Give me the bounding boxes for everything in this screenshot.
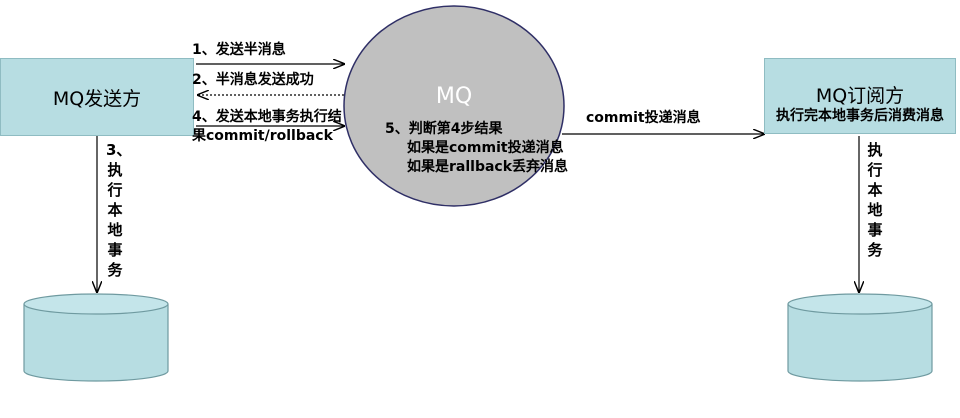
step5-label-line2: 如果是commit投递消息 (407, 140, 564, 156)
step3-vertical-label: 3、执行本地事务 (106, 141, 132, 279)
commit-deliver-label: commit投递消息 (586, 110, 701, 126)
consumer-local-tx-vertical-label: 执行本地事务 (867, 141, 883, 259)
mq-sender-label: MQ发送方 (52, 87, 142, 110)
step4-label-line1: 4、发送本地事务执行结 (192, 109, 342, 125)
step5-label-line3: 如果是rallback丢弃消息 (407, 159, 569, 175)
mq-subscriber-label: MQ订阅方 (815, 85, 905, 107)
step5-label-line1: 5、判断第4步结果 (385, 121, 503, 137)
sender-database-icon (23, 293, 169, 382)
mq-subscriber-subtitle: 执行完本地事务后消费消息 (776, 108, 944, 124)
mq-sender-box: MQ发送方 (0, 58, 194, 136)
step2-label: 2、半消息发送成功 (192, 72, 314, 88)
subscriber-database-icon (787, 293, 933, 382)
mq-broker-label: MQ (435, 84, 473, 109)
mq-subscriber-box: MQ订阅方 执行完本地事务后消费消息 (764, 58, 956, 134)
mq-broker-ellipse (343, 5, 565, 207)
step1-label: 1、发送半消息 (192, 42, 286, 58)
step4-label-line2: 果commit/rollback (192, 128, 333, 144)
